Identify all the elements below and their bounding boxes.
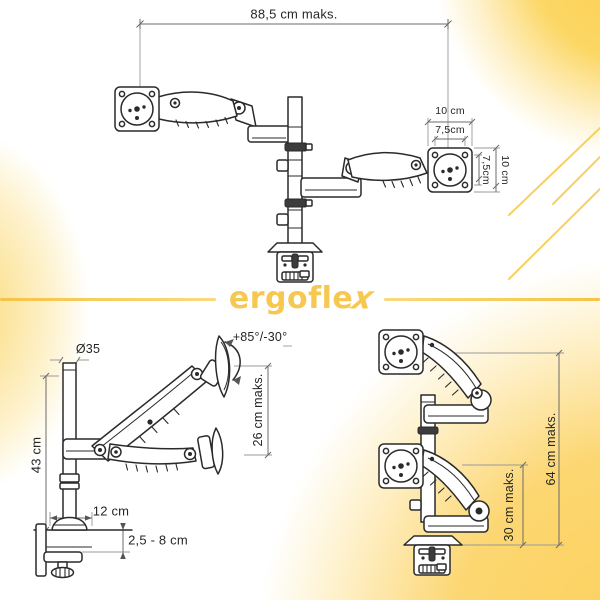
- label-max-width: 88,5 cm maks.: [250, 6, 338, 22]
- stacked-lower-arm: [420, 449, 490, 533]
- brand-logo-row: ergoflex: [0, 280, 600, 317]
- vesa-plate-left: [114, 86, 160, 132]
- divider-line-left: [0, 297, 216, 301]
- side-view-drawing: [33, 335, 292, 579]
- label-tilt-range: +85°/-30°: [232, 330, 288, 344]
- label-clamp-range: 2,5 - 8 cm: [128, 532, 188, 548]
- stacked-grommet-clamp: [403, 535, 463, 576]
- vesa-plate-right: [427, 147, 473, 193]
- top-view-drawing: [114, 19, 500, 283]
- brand-logo-text: ergofle: [228, 281, 354, 316]
- gas-arm: [347, 151, 428, 182]
- dim-vesa-plate: [424, 118, 500, 193]
- label-pole-diameter: Ø35: [75, 342, 101, 356]
- label-pole-height: 43 cm: [28, 436, 44, 474]
- dim-stacked-view: [424, 349, 564, 549]
- monitor-edge-small: [211, 427, 224, 475]
- label-vesa-height: 10 cm: [499, 155, 511, 185]
- side-arm-assembly: [62, 335, 241, 475]
- brand-logo: ergoflex: [228, 280, 378, 317]
- vesa-plate-lower: [378, 443, 424, 489]
- gas-arm: [421, 335, 482, 399]
- pole-bolt: [276, 159, 289, 172]
- lower-gas-arm: [107, 443, 197, 465]
- top-pole: [276, 96, 313, 245]
- label-lower-arm-height: 30 cm maks.: [502, 468, 516, 542]
- pole-bolt: [276, 213, 289, 226]
- stacked-view-drawing: [378, 329, 564, 576]
- label-vesa-hole-width: 7,5cm: [435, 124, 465, 136]
- pole-bolt: [409, 499, 422, 511]
- label-height-adjustment: 26 cm maks.: [251, 373, 265, 447]
- top-right-arm: [300, 151, 428, 198]
- dim-max-width: [136, 19, 452, 150]
- top-left-arm: [157, 91, 291, 143]
- label-vesa-width: 10 cm: [435, 105, 465, 117]
- label-vesa-hole-height: 7,5cm: [480, 155, 492, 185]
- top-desk-clamp: [267, 242, 323, 283]
- stacked-upper-arm: [421, 335, 492, 424]
- decorative-diagonal-lines: [508, 127, 600, 280]
- brand-logo-x: x: [348, 280, 378, 317]
- vesa-plate-upper: [378, 329, 424, 375]
- side-desk-clamp: [35, 516, 92, 579]
- clamp-knob: [50, 566, 75, 579]
- divider-line-right: [384, 297, 600, 301]
- gas-arm: [420, 449, 480, 511]
- label-base-width: 12 cm: [92, 503, 130, 519]
- label-total-height: 64 cm maks.: [544, 412, 558, 486]
